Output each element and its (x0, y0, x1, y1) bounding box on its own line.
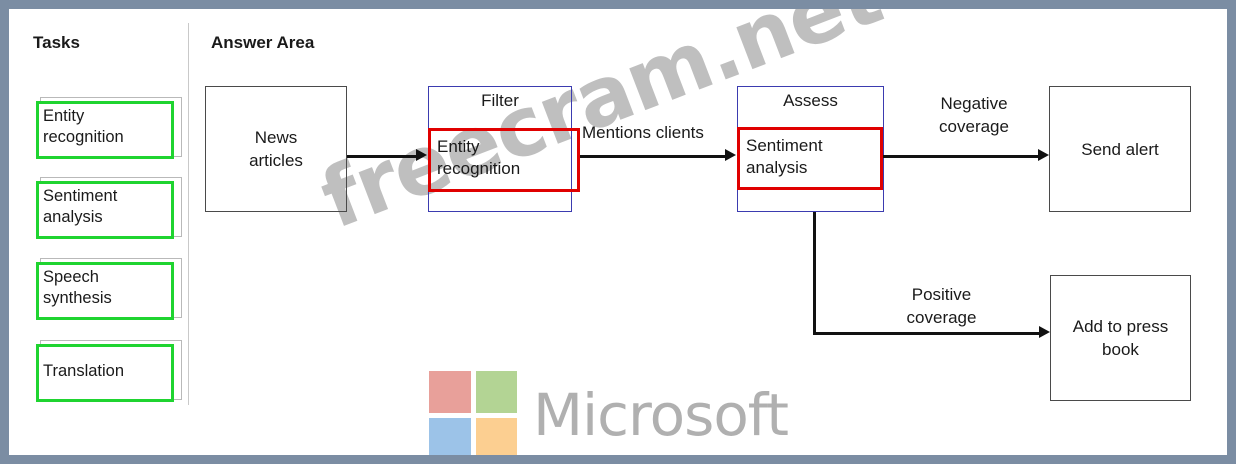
answer-area-flow-diagram: News articles Send alert Add to press bo… (9, 9, 1227, 455)
connector-assess-to-press-book-vertical (813, 212, 816, 334)
tasks-panel-title: Tasks (33, 33, 80, 52)
task-chip-entity-recognition[interactable]: Entity recognition (36, 97, 182, 161)
flow-node-send-alert: Send alert (1049, 86, 1191, 212)
task-chip-label: Translation (43, 362, 125, 380)
panel-divider (188, 23, 189, 405)
dropped-answer-filter[interactable]: Entity recognition (428, 128, 580, 192)
connector-assess-to-send-alert (883, 155, 1039, 158)
flow-node-news-articles: News articles (205, 86, 347, 212)
arrow-head-icon (1038, 149, 1049, 161)
task-chip-translation[interactable]: Translation (36, 340, 182, 404)
connector-news-to-filter (347, 155, 417, 158)
task-chip-face (36, 344, 174, 402)
answer-area-title: Answer Area (211, 33, 315, 52)
connector-assess-to-press-book-horizontal (813, 332, 1040, 335)
task-chip-label: Entity recognition (43, 107, 124, 146)
arrow-head-icon (725, 149, 736, 161)
edge-label-mentions-clients: Mentions clients (582, 123, 704, 142)
edge-label-positive-coverage: Positive coverage (906, 285, 977, 327)
arrow-head-icon (1039, 326, 1050, 338)
answer-slot-assess-title: Assess (783, 91, 838, 110)
task-chip-speech-synthesis[interactable]: Speech synthesis (36, 258, 182, 322)
task-chip-face (36, 101, 174, 159)
task-chip-sentiment-analysis[interactable]: Sentiment analysis (36, 177, 182, 241)
question-canvas: freecram.net Microsoft Tasks Entity reco… (9, 9, 1227, 455)
task-chip-face (36, 181, 174, 239)
answer-slot-filter-title: Filter (481, 91, 519, 110)
dropped-answer-assess[interactable]: Sentiment analysis (737, 127, 883, 190)
tasks-panel: Tasks Entity recognition Sentiment analy… (9, 9, 189, 455)
task-chip-face (36, 262, 174, 320)
connector-filter-to-assess (580, 155, 726, 158)
flow-node-add-to-press-book: Add to press book (1050, 275, 1191, 401)
edge-label-negative-coverage: Negative coverage (939, 94, 1009, 136)
task-chip-label: Speech synthesis (43, 268, 112, 307)
arrow-head-icon (416, 149, 427, 161)
task-chip-label: Sentiment analysis (43, 187, 118, 226)
